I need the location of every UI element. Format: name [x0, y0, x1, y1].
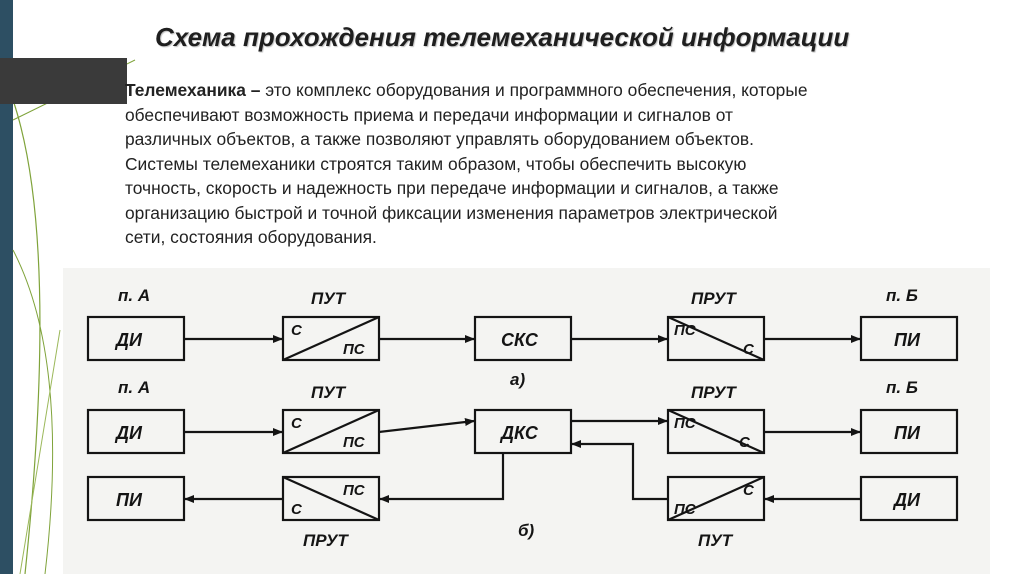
a-prut-in: ПС [674, 322, 697, 339]
a-put-label: ПУТ [311, 289, 347, 308]
page-title: Схема прохождения телемеханической инфор… [155, 22, 850, 52]
b-prut-top-out: С [739, 434, 751, 451]
a-point-b-label: п. Б [886, 286, 918, 305]
a-point-a-label: п. А [118, 286, 150, 305]
b-di-bottom-text: ДИ [892, 490, 921, 510]
b-di-bottom-box [859, 475, 959, 522]
b-scheme-label: б) [518, 521, 535, 540]
a-pi-text: ПИ [894, 330, 921, 350]
intro-line-2: обеспечивают возможность приема и переда… [125, 104, 733, 125]
intro-line-3: различных объектов, а также позволяют уп… [125, 129, 754, 149]
b-point-b-label: п. Б [886, 378, 918, 397]
intro-paragraph: Телемеханика – это комплекс оборудования… [125, 78, 985, 250]
b-prut-top-label: ПРУТ [691, 383, 737, 402]
b-di-top-text: ДИ [114, 423, 143, 443]
b-put-bottom-in: С [743, 482, 755, 499]
b-dks-text: ДКС [499, 423, 539, 443]
intro-line-7: сети, состояния оборудования. [125, 227, 377, 247]
b-prut-bottom-out: ПС [343, 482, 366, 499]
b-prut-bottom-label: ПРУТ [303, 531, 349, 550]
b-put-bottom-label: ПУТ [698, 531, 734, 550]
b-put-top-out: ПС [343, 434, 366, 451]
title-tab-marker [0, 58, 127, 104]
intro-line-4: Системы телемеханики строятся таким обра… [125, 153, 747, 174]
b-put-top-in: С [291, 415, 303, 432]
intro-line-5: точность, скорость и надежность при пере… [125, 178, 779, 198]
b-put-bottom-out: ПС [674, 501, 697, 518]
a-put-in: С [291, 322, 303, 339]
intro-line-1-text: это комплекс оборудования и программного… [265, 80, 808, 100]
a-di-text: ДИ [114, 330, 143, 350]
left-accent-bar [0, 0, 13, 574]
a-scheme-label: а) [510, 370, 525, 389]
b-pi-top-text: ПИ [894, 423, 921, 443]
telemechanics-diagram: п. А ПУТ ПРУТ п. Б ДИ С ПС СКС ПС С ПИ а… [63, 268, 990, 574]
intro-line-1: Телемеханика – это комплекс оборудования… [125, 78, 985, 103]
b-put-top-label: ПУТ [311, 383, 347, 402]
b-point-a-label: п. А [118, 378, 150, 397]
b-prut-bottom-in: С [291, 501, 303, 518]
a-prut-out: С [743, 341, 755, 358]
diagram-svg: п. А ПУТ ПРУТ п. Б ДИ С ПС СКС ПС С ПИ а… [86, 286, 959, 550]
b-pi-bottom-text: ПИ [116, 490, 143, 510]
a-put-out: ПС [343, 341, 366, 358]
a-pi-box [859, 315, 959, 362]
a-sks-text: СКС [501, 330, 539, 350]
intro-term: Телемеханика – [125, 80, 261, 100]
intro-line-6: организацию быстрой и точной фиксации из… [125, 202, 778, 223]
b-pi-top-box [859, 408, 959, 455]
a-prut-label: ПРУТ [691, 289, 737, 308]
b-dks-box [473, 408, 573, 455]
b-prut-top-in: ПС [674, 415, 697, 432]
